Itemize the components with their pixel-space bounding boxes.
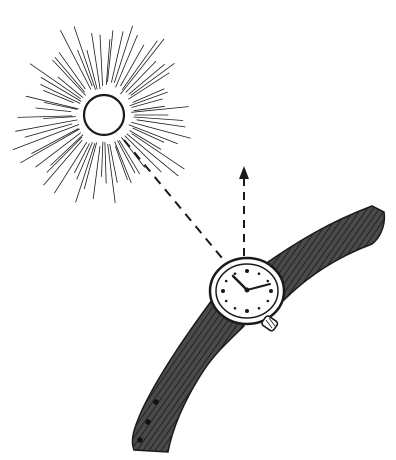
sun-ray	[92, 33, 101, 89]
sun-ray	[44, 102, 77, 109]
sun-ray	[131, 122, 190, 138]
sun-ray	[31, 129, 78, 154]
sun-ray	[26, 96, 79, 109]
watch-hour-marker	[258, 272, 261, 275]
sun-ray	[30, 64, 81, 99]
sun-ray	[51, 135, 84, 166]
watch-hour-marker	[234, 272, 237, 275]
watch-hour-marker	[267, 280, 270, 283]
sun-ray	[102, 142, 103, 177]
sun-ray	[115, 142, 132, 183]
sun-icon	[13, 26, 191, 203]
sun-ray	[100, 35, 103, 86]
sun-ray	[114, 26, 132, 83]
strap-upper	[268, 206, 384, 300]
sun-ray	[60, 30, 91, 89]
sun-ray	[44, 140, 83, 185]
north-arrow-icon	[239, 166, 249, 256]
watch-hour-marker	[269, 289, 273, 293]
sun-ray	[43, 90, 73, 102]
sun-ray	[53, 60, 86, 96]
sun-ray	[105, 142, 106, 183]
watch-hour-marker	[225, 300, 228, 303]
watch-center-pin	[245, 288, 250, 293]
watch-hour-marker	[225, 280, 228, 283]
sun-ray	[110, 144, 118, 183]
sun-to-watch-dashed-line	[124, 140, 222, 258]
sun-ray	[36, 108, 72, 112]
sun-ray	[93, 146, 100, 199]
watch-hour-marker	[258, 307, 261, 310]
watch-hour-marker	[245, 309, 249, 313]
strap-hole	[145, 419, 151, 425]
wrist-strap	[132, 206, 384, 452]
strap-hole	[153, 399, 159, 405]
strap-lower	[132, 300, 244, 452]
sun-ray	[134, 117, 184, 121]
strap-hole	[137, 437, 143, 443]
watch-hour-marker	[221, 289, 225, 293]
sun-ray	[118, 140, 136, 173]
sun-ray	[134, 106, 165, 110]
watch-hour-marker	[245, 269, 249, 273]
sun-disc	[84, 95, 124, 135]
watch-hour-marker	[267, 300, 270, 303]
north-arrow-head	[239, 166, 249, 179]
sun-ray	[15, 120, 77, 131]
sun-ray	[132, 134, 185, 169]
watch-hour-marker	[234, 307, 237, 310]
